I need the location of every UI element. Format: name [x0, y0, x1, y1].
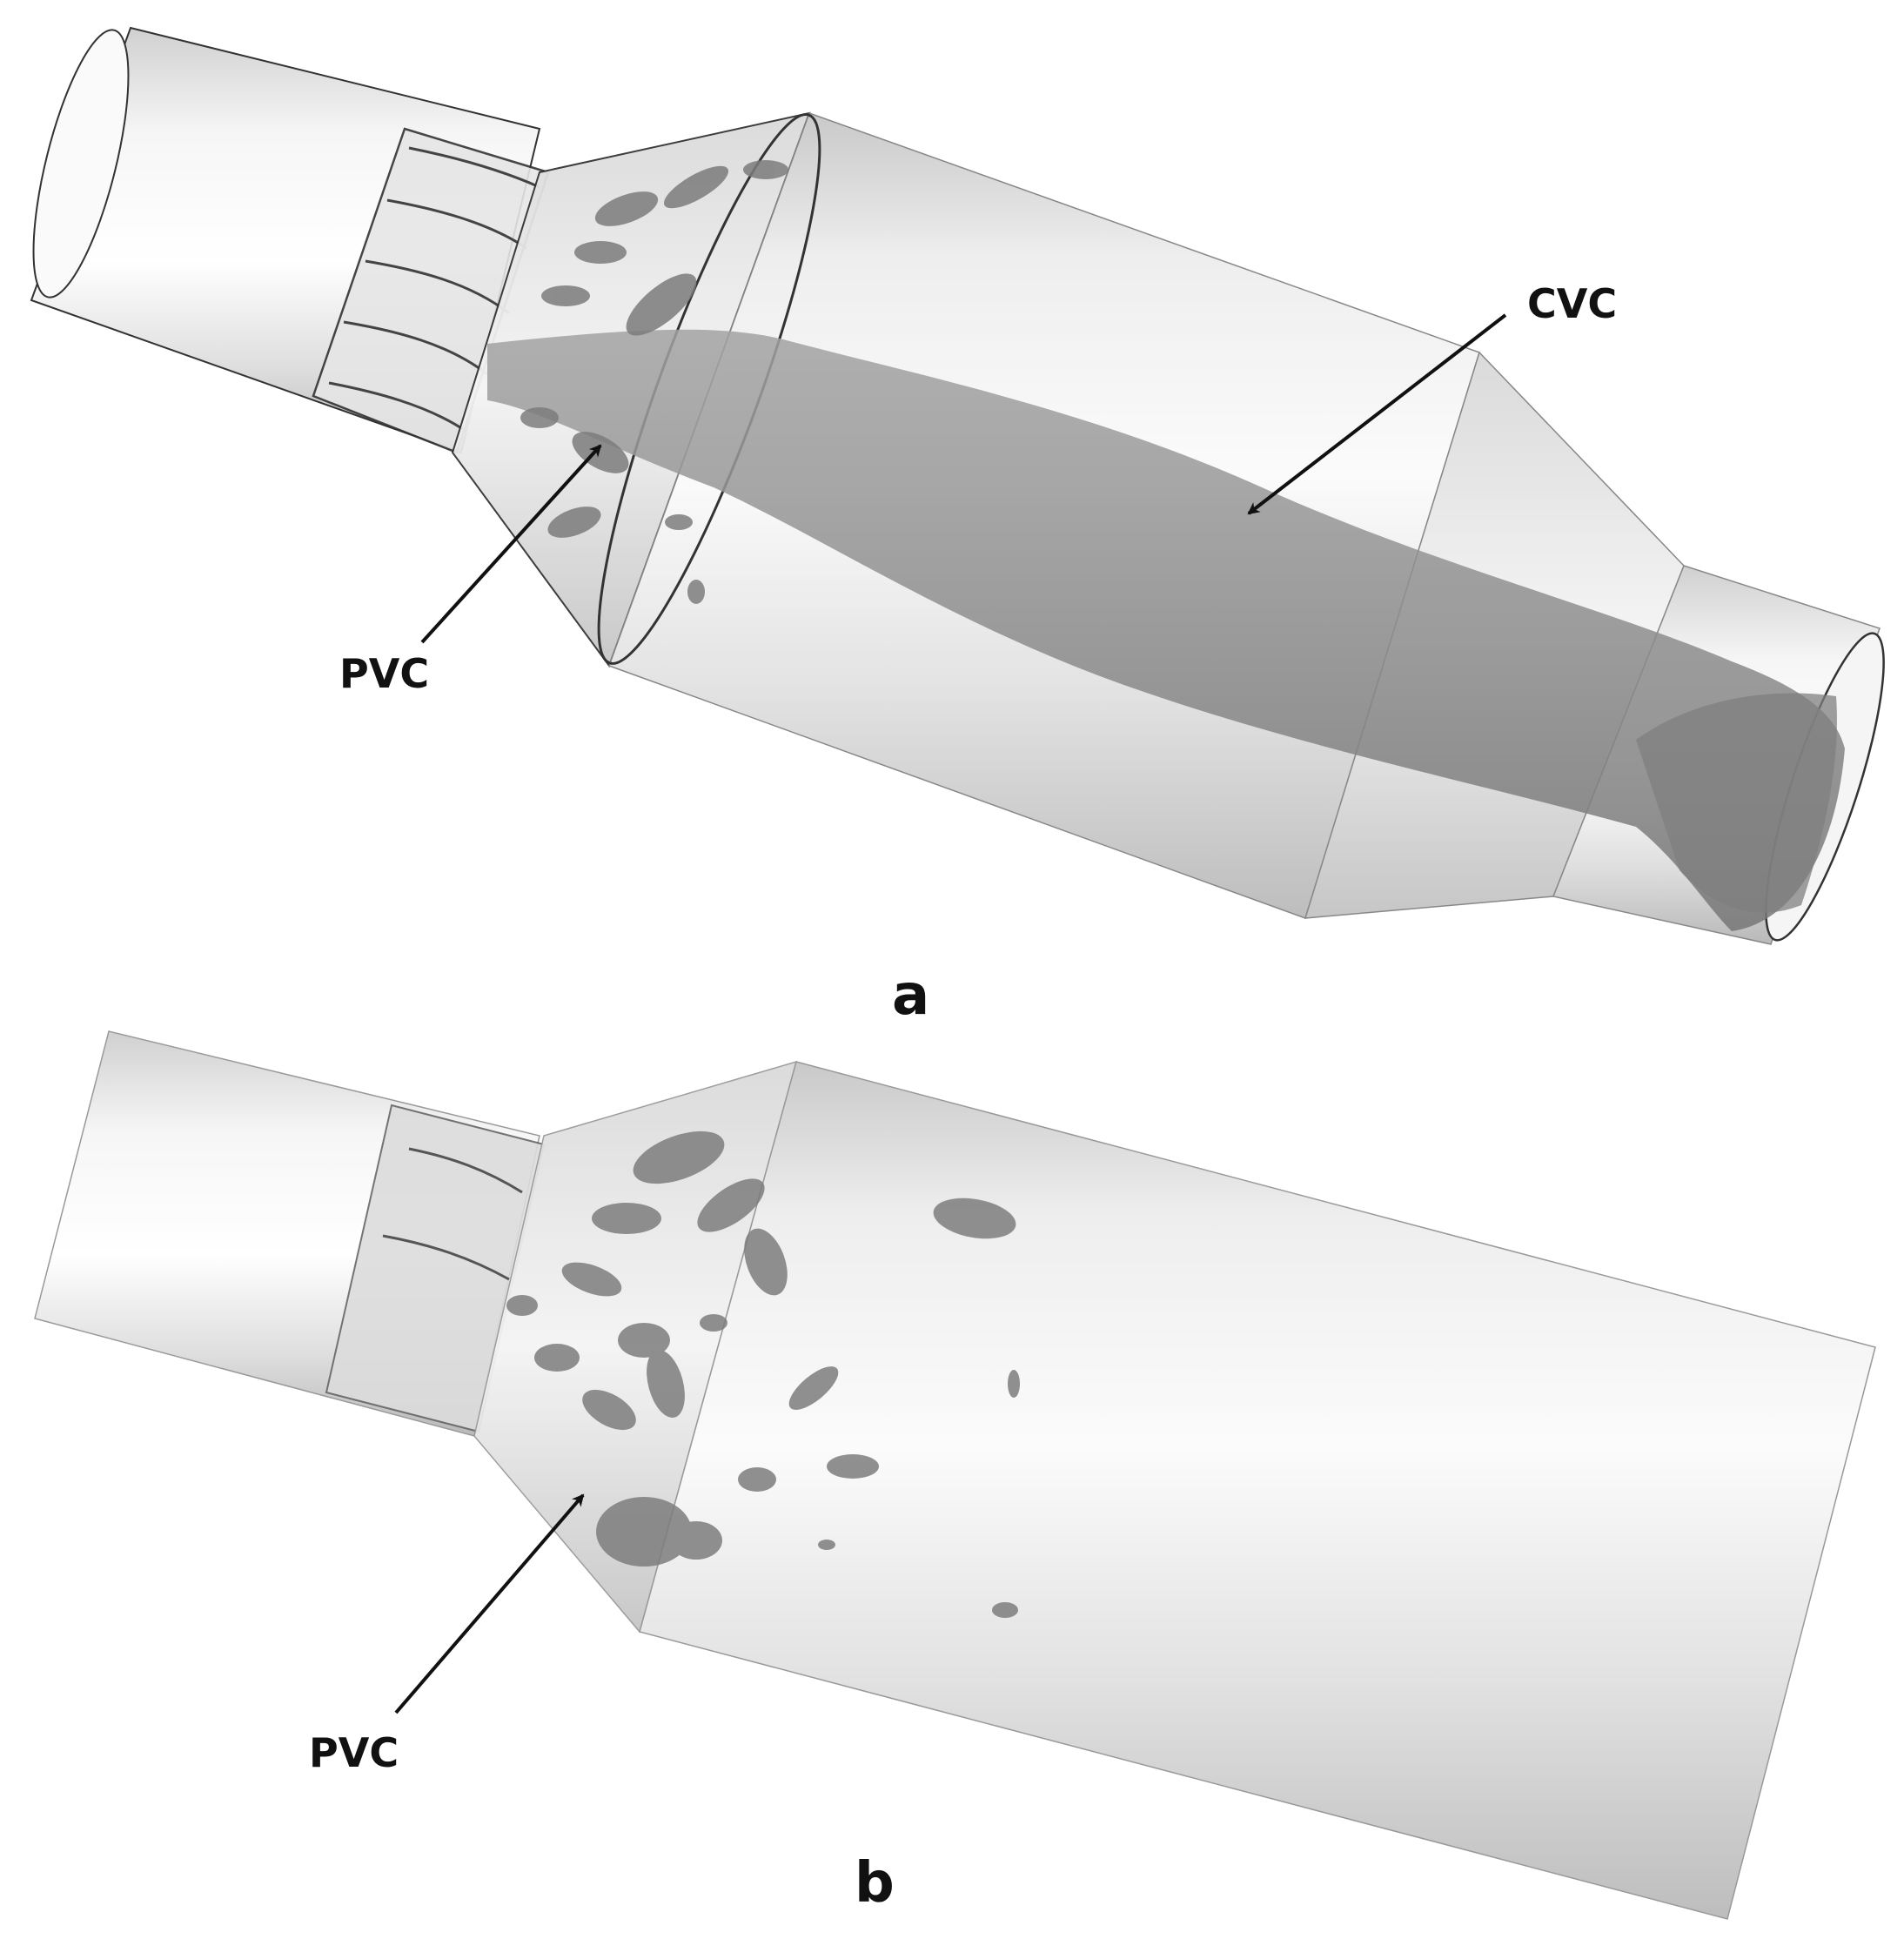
panel-a-central-vortex-core	[487, 329, 1845, 931]
panel-a-vortex-tail	[1636, 693, 1837, 913]
panel-b-pvc-label: PVC	[309, 1729, 399, 1776]
panel-a-inlet-opening	[32, 29, 130, 299]
panel-b-chamber	[639, 1061, 1876, 1920]
panel-a-cvc-label: CVC	[1527, 280, 1617, 327]
panel-a-precessing-vortex-blobs	[520, 160, 788, 604]
panel-b-label: b	[855, 1851, 895, 1916]
panel-a-cvc-arrow	[1247, 313, 1507, 515]
panel-b-swirler-vanes	[382, 1147, 523, 1281]
panel-a-swirler-vanes	[328, 146, 540, 433]
panel-b-pvc-arrow	[394, 1493, 585, 1714]
panel-a-pvc-arrow	[420, 444, 602, 644]
panel-a: PVC CVC a	[30, 26, 1885, 1028]
panel-a-label: a	[892, 963, 929, 1028]
panel-b: PVC b	[34, 1030, 1876, 1920]
panel-b-precessing-vortex-blobs	[506, 1131, 1020, 1618]
panel-a-pvc-label: PVC	[339, 650, 429, 697]
